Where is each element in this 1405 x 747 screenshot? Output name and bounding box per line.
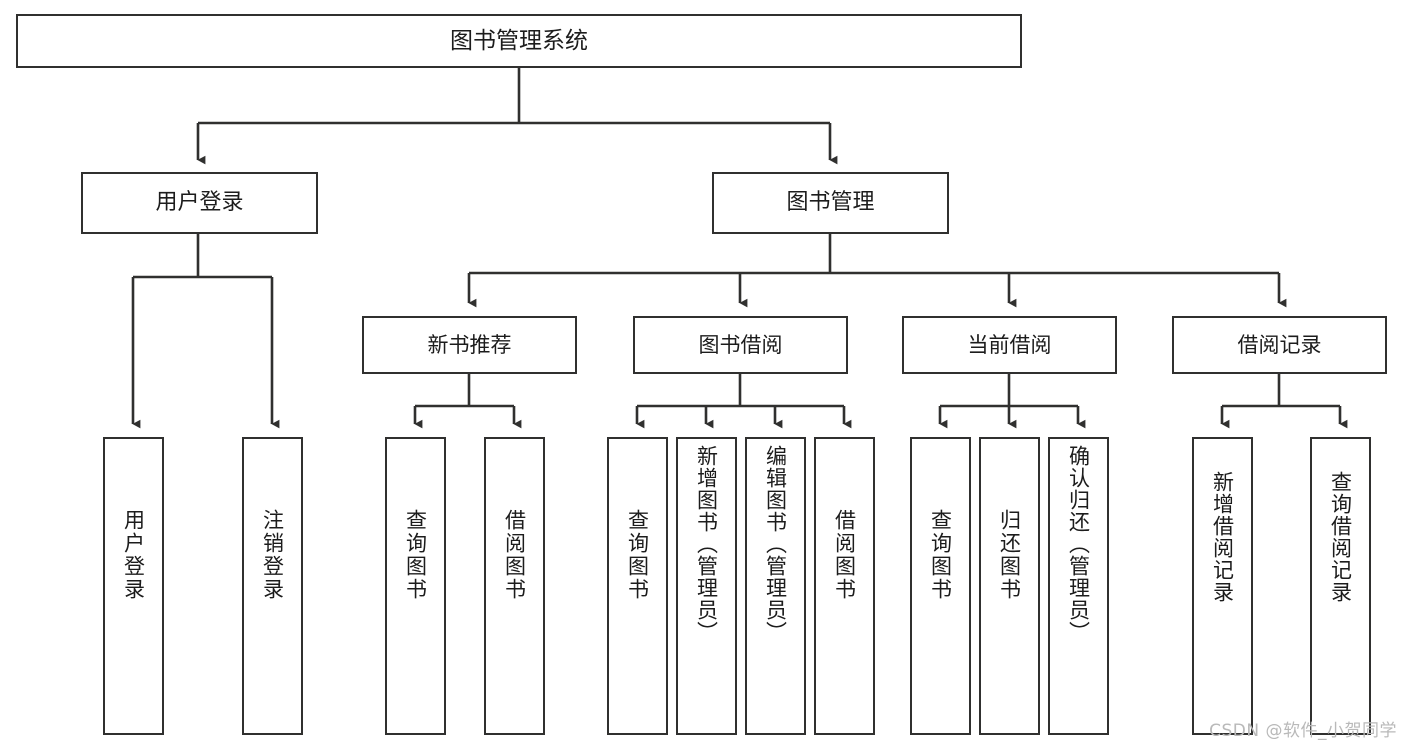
node-label: 新增图书（管理员）: [694, 445, 719, 643]
node-label: 确认归还（管理员）: [1066, 445, 1091, 643]
node-leaf-query-book-3[interactable]: 查询图书: [910, 437, 971, 735]
node-label: 图书管理系统: [450, 27, 588, 54]
node-book-management[interactable]: 图书管理: [712, 172, 949, 234]
node-label: 注销登录: [260, 509, 285, 601]
node-leaf-add-record[interactable]: 新增借阅记录: [1192, 437, 1253, 735]
node-label: 用户登录: [155, 190, 244, 215]
node-label: 借阅图书: [832, 509, 857, 601]
node-label: 借阅记录: [1237, 332, 1322, 357]
node-leaf-query-book-2[interactable]: 查询图书: [607, 437, 668, 735]
node-label: 图书借阅: [698, 332, 783, 357]
node-user-login[interactable]: 用户登录: [81, 172, 318, 234]
node-leaf-edit-book[interactable]: 编辑图书（管理员）: [745, 437, 806, 735]
node-label: 查询图书: [625, 509, 650, 601]
node-label: 查询借阅记录: [1328, 471, 1353, 603]
node-label: 借阅图书: [502, 509, 527, 601]
node-label: 归还图书: [997, 509, 1022, 601]
node-book-management-system[interactable]: 图书管理系统: [16, 14, 1022, 68]
node-leaf-borrow-book-1[interactable]: 借阅图书: [484, 437, 545, 735]
node-book-borrow[interactable]: 图书借阅: [633, 316, 848, 374]
node-current-borrow[interactable]: 当前借阅: [902, 316, 1117, 374]
node-label: 图书管理: [786, 190, 875, 215]
node-label: 用户登录: [121, 509, 146, 601]
node-label: 当前借阅: [967, 332, 1052, 357]
node-label: 查询图书: [403, 509, 428, 601]
node-leaf-add-book[interactable]: 新增图书（管理员）: [676, 437, 737, 735]
node-label: 新书推荐: [427, 332, 512, 357]
node-new-book-recommend[interactable]: 新书推荐: [362, 316, 577, 374]
node-leaf-logout-login[interactable]: 注销登录: [242, 437, 303, 735]
watermark-text: CSDN @软件_小贺同学: [1209, 721, 1397, 741]
node-label: 编辑图书（管理员）: [763, 445, 788, 643]
node-borrow-record[interactable]: 借阅记录: [1172, 316, 1387, 374]
node-leaf-query-record[interactable]: 查询借阅记录: [1310, 437, 1371, 735]
node-leaf-confirm-return[interactable]: 确认归还（管理员）: [1048, 437, 1109, 735]
node-leaf-query-book-1[interactable]: 查询图书: [385, 437, 446, 735]
node-label: 查询图书: [928, 509, 953, 601]
node-leaf-return-book[interactable]: 归还图书: [979, 437, 1040, 735]
node-label: 新增借阅记录: [1210, 471, 1235, 603]
node-leaf-borrow-book-2[interactable]: 借阅图书: [814, 437, 875, 735]
node-leaf-user-login[interactable]: 用户登录: [103, 437, 164, 735]
